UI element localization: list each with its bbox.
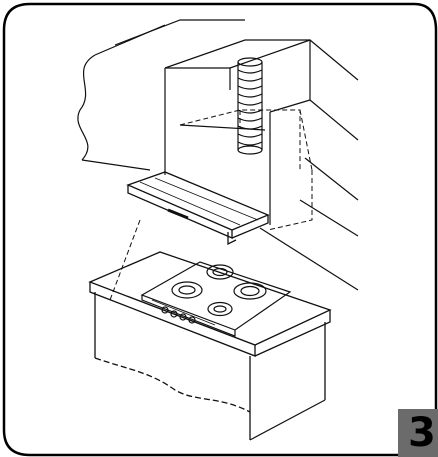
burner-back-left [206, 264, 234, 280]
range-hood [126, 171, 270, 246]
burner-right [233, 282, 267, 300]
island-base [249, 399, 326, 441]
wall-cabinets [77, 19, 359, 291]
figure-frame [2, 2, 414, 457]
cooktop [140, 261, 292, 337]
kitchen-island [88, 251, 332, 440]
burner-front [207, 301, 233, 317]
burner-left [171, 281, 203, 299]
figure-frame-right [413, 2, 438, 409]
duct-pipe [237, 57, 263, 155]
hidden-edges [109, 109, 313, 301]
page-number-badge: 3 [398, 409, 438, 457]
